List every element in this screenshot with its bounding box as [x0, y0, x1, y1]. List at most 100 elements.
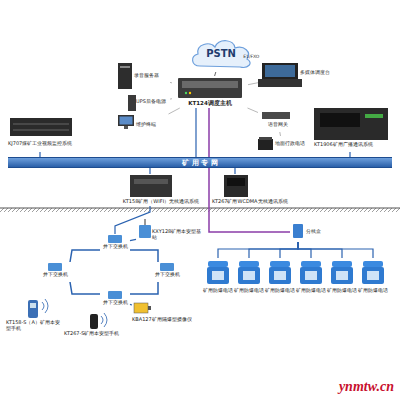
- desk-phone-handset: [259, 137, 272, 140]
- camera-icon: [134, 303, 148, 313]
- node-label: 录音服务器: [134, 73, 170, 79]
- connector-line: [248, 108, 259, 113]
- connector-line: [130, 250, 158, 262]
- phone-keypad: [336, 271, 348, 280]
- watermark: ynmtw.cn: [339, 379, 394, 395]
- phone-body: [331, 267, 353, 284]
- junction-box-node: 分线盒: [290, 222, 338, 242]
- connector-line: [70, 250, 100, 262]
- phone-keypad: [305, 271, 317, 280]
- phone-node: 矿用防爆电话: [296, 258, 326, 300]
- node-label: 井下交换机: [100, 244, 130, 250]
- phone-keypad: [367, 271, 379, 280]
- phone-body: [362, 267, 384, 284]
- system-node: KJ707煤矿工业视频监控系统: [8, 116, 90, 152]
- handset-icon: [28, 300, 38, 318]
- host-node: KT124调度主机: [172, 76, 248, 108]
- phone-body: [300, 267, 322, 284]
- console-screen: [265, 65, 295, 77]
- wireless-waves: [101, 313, 107, 327]
- server-node: 录音服务器: [116, 62, 170, 90]
- phone-handset: [208, 261, 228, 267]
- ups-icon: [128, 95, 136, 111]
- switch-node: 井下交换机: [100, 234, 130, 254]
- handset-node: KT158-S（A）矿用本安型手机: [6, 298, 60, 346]
- edge-label: E1/FXO: [243, 54, 259, 59]
- node-label: 矿用防爆电话: [358, 288, 388, 294]
- switch-icon: [108, 235, 122, 243]
- handset-icon: [90, 314, 98, 329]
- phone-handset: [270, 261, 290, 267]
- switch-icon: [48, 263, 62, 271]
- switch-icon: [160, 263, 174, 271]
- video-rack-icon: [10, 118, 72, 136]
- phone-keypad: [243, 271, 255, 280]
- node-label: 地面行政电话: [275, 141, 308, 147]
- node-label: KXY128矿用本安型基站: [152, 229, 202, 241]
- connector-line: [115, 206, 150, 234]
- wireless-waves: [42, 299, 48, 313]
- connector-line: [149, 168, 150, 174]
- connector-line: [70, 282, 100, 294]
- connector-line: [280, 242, 298, 258]
- wifi-system-panel: [134, 179, 168, 184]
- connector-line: [170, 82, 172, 84]
- wifi-system-icon: [130, 175, 172, 197]
- node-label: 井下交换机: [40, 272, 70, 278]
- connector-line: [130, 282, 158, 294]
- node-label: KBA127矿用隔爆型摄像仪: [132, 317, 194, 323]
- phone-handset: [332, 261, 352, 267]
- phone-body: [269, 267, 291, 284]
- host-icon: [178, 78, 242, 98]
- node-label: 分线盒: [306, 229, 336, 235]
- junction-box-icon: [293, 224, 303, 238]
- node-label: 矿用防爆电话: [234, 288, 264, 294]
- node-label: UPS后备电源: [136, 99, 170, 105]
- phone-handset: [239, 261, 259, 267]
- console-icon: [262, 63, 298, 79]
- handset-screen: [30, 303, 36, 308]
- phone-handset: [363, 261, 383, 267]
- connector-line: [249, 242, 298, 258]
- node-label: KJ707煤矿工业视频监控系统: [8, 141, 90, 147]
- phone-node: 矿用防爆电话: [203, 258, 233, 300]
- system-node: KT267矿用WCDMA无线通讯系统: [212, 174, 298, 206]
- monitor-stand: [124, 126, 128, 129]
- system-node: KT158矿用（WIFI）无线通讯系统: [115, 174, 207, 206]
- switch-node: 井下交换机: [40, 262, 70, 282]
- node-label: 矿用防爆电话: [203, 288, 233, 294]
- phone-node: 矿用防爆电话: [358, 258, 388, 300]
- camera-lens: [148, 306, 151, 310]
- ups-node: UPS后备电源: [126, 94, 170, 112]
- switch-node: 井下交换机: [152, 262, 182, 282]
- wcdma-panel: [227, 178, 245, 186]
- terminal-node: 维护终端: [116, 114, 172, 140]
- phone-node: 矿用防爆电话: [265, 258, 295, 300]
- node-label: KT158-S（A）矿用本安型手机: [6, 320, 60, 332]
- monitor-screen: [120, 117, 133, 125]
- host-panel: [182, 81, 238, 88]
- connector-line: [298, 242, 373, 258]
- desk-phone-icon: [258, 139, 273, 150]
- rack-line: [13, 130, 69, 131]
- ground-hatch: [0, 208, 400, 212]
- phone-keypad: [274, 271, 286, 280]
- node-label: 矿用防爆电话: [327, 288, 357, 294]
- antenna: [145, 219, 146, 225]
- phone-keypad: [212, 271, 224, 280]
- node-label: 多媒体调度台: [300, 70, 338, 76]
- broadcast-icon: [314, 108, 388, 140]
- phone-node: 地面行政电话: [256, 136, 308, 154]
- desk-phone-set: [207, 261, 384, 284]
- monitor-icon: [118, 115, 134, 126]
- connector-line: [248, 83, 258, 85]
- phone-body: [238, 267, 260, 284]
- node-label: 井下交换机: [100, 300, 130, 306]
- node-label: 矿用防爆电话: [265, 288, 295, 294]
- node-label: 语音网关: [258, 122, 298, 128]
- node-label: 矿用防爆电话: [296, 288, 326, 294]
- node-label: 矿 用 专 网: [8, 159, 392, 168]
- connector-line: [130, 239, 136, 240]
- node-label: KT1906矿用广播通讯系统: [314, 142, 392, 148]
- console-desk: [258, 79, 302, 87]
